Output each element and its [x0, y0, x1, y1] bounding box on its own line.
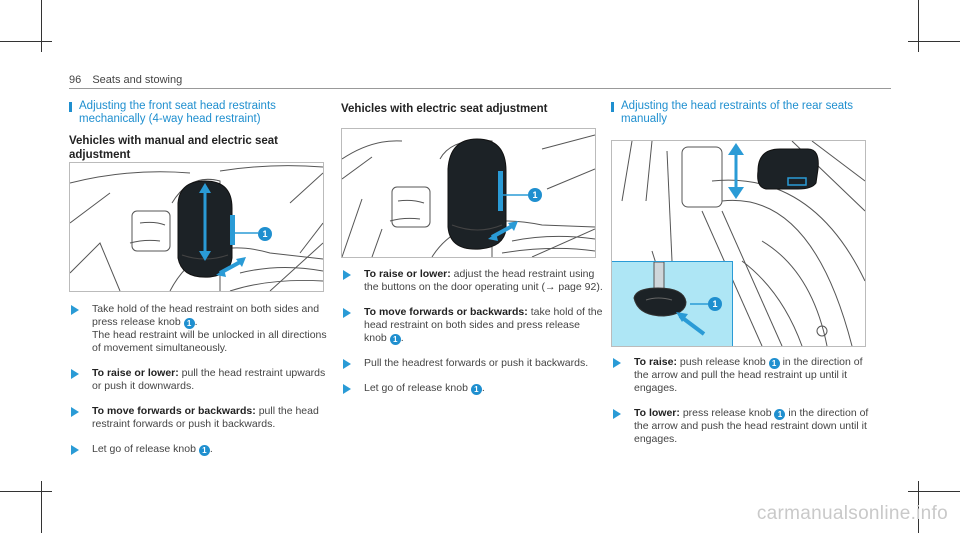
middle-steps: To raise or lower: adjust the head restr…	[341, 268, 603, 407]
section-marker	[611, 102, 614, 112]
step-text: in the direction of the arrow and pull t…	[634, 356, 863, 394]
crop-mark	[918, 0, 919, 52]
knob-callout: 1	[183, 318, 195, 329]
crop-mark	[908, 41, 960, 42]
step-text: .	[400, 332, 404, 344]
step-arrow-icon	[71, 407, 79, 417]
step-text: push release knob	[679, 356, 766, 368]
step-text: pull the head restraint upwards or push …	[92, 367, 326, 392]
step-arrow-icon	[71, 369, 79, 379]
step-text: press release knob	[682, 407, 772, 419]
step-item: To move forwards or backwards: take hold…	[341, 306, 603, 345]
subsection-title: Vehicles with electric seat adjustment	[341, 103, 548, 115]
section-title: Adjusting the head restraints of the rea…	[611, 100, 866, 126]
step-arrow-icon	[71, 305, 79, 315]
section-title-line: manually	[621, 113, 668, 125]
step-text: Pull the headrest forwards or push it ba…	[364, 357, 589, 369]
front-headrest-electric-figure: 1	[341, 128, 596, 258]
crop-mark	[908, 491, 960, 492]
section-title: Adjusting the front seat head restraints…	[69, 100, 324, 126]
step-note: The head restraint will be unlocked in a…	[92, 329, 327, 354]
step-item: Pull the headrest forwards or push it ba…	[341, 357, 603, 370]
step-label: To move forwards or backwards:	[92, 405, 256, 417]
subsection-title: Vehicles with manual and electric seat a…	[69, 135, 279, 161]
step-text: pull the head restraint forwards or push…	[92, 405, 319, 430]
headrest-shape	[757, 148, 819, 190]
section-title-line: Adjusting the front seat head restraints	[79, 100, 276, 112]
step-text: Let go of release knob	[92, 443, 196, 455]
step-text: in the direction of the arrow and push t…	[634, 407, 869, 445]
page-number: 96	[69, 74, 82, 86]
step-text: .	[209, 443, 213, 455]
crop-mark	[41, 481, 42, 533]
step-item: Let go of release knob 1.	[69, 443, 331, 456]
crop-mark	[918, 481, 919, 533]
figure-callout: 1	[708, 297, 722, 311]
step-arrow-icon	[343, 384, 351, 394]
section-marker	[69, 102, 72, 112]
page-header: 96 Seats and stowing	[69, 74, 182, 86]
detail-inset: 1	[612, 261, 733, 346]
step-label: To move forwards or backwards:	[364, 306, 528, 318]
step-arrow-icon	[343, 308, 351, 318]
step-item: Let go of release knob 1.	[341, 382, 603, 395]
section-name: Seats and stowing	[92, 74, 183, 86]
right-column: Adjusting the head restraints of the rea…	[611, 100, 866, 126]
step-text: Let go of release knob	[364, 382, 468, 394]
step-label: To raise or lower:	[92, 367, 179, 379]
headrest-shape	[447, 138, 507, 250]
section-title-line: Adjusting the head restraints of the rea…	[621, 100, 854, 112]
figure-callout: 1	[528, 188, 542, 202]
step-item: To raise or lower: pull the head restrai…	[69, 367, 331, 393]
middle-column: Vehicles with electric seat adjustment	[341, 100, 596, 116]
watermark: carmanualsonline.info	[756, 503, 948, 524]
crop-mark	[41, 0, 42, 52]
knob-callout: 1	[774, 409, 786, 420]
step-text: .	[481, 382, 485, 394]
rear-headrest-figure: 1	[611, 140, 866, 347]
step-text: .	[194, 316, 198, 328]
crop-mark	[0, 41, 52, 42]
step-arrow-icon	[343, 270, 351, 280]
step-label: To raise:	[634, 356, 677, 368]
step-label: To lower:	[634, 407, 680, 419]
left-column: Adjusting the front seat head restraints…	[69, 100, 324, 162]
step-item: To lower: press release knob 1 in the di…	[611, 407, 873, 446]
knob-callout: 1	[470, 384, 482, 395]
front-headrest-manual-figure: 1	[69, 162, 324, 292]
step-item: Take hold of the head restraint on both …	[69, 303, 331, 355]
step-item: To move forwards or backwards: pull the …	[69, 405, 331, 431]
step-item: To raise or lower: adjust the head restr…	[341, 268, 603, 294]
crop-mark	[0, 491, 52, 492]
step-text: adjust the head restraint using the butt…	[364, 268, 603, 293]
left-steps: Take hold of the head restraint on both …	[69, 303, 331, 468]
step-arrow-icon	[613, 358, 621, 368]
step-arrow-icon	[343, 359, 351, 369]
step-text: Take hold of the head restraint on both …	[92, 303, 320, 328]
step-arrow-icon	[71, 445, 79, 455]
knob-callout: 1	[198, 445, 210, 456]
knob-callout: 1	[389, 334, 401, 345]
section-title-line: mechanically (4-way head restraint)	[79, 113, 261, 125]
step-text: take hold of the head restraint on both …	[364, 306, 603, 344]
step-label: To raise or lower:	[364, 268, 451, 280]
step-arrow-icon	[613, 409, 621, 419]
figure-callout: 1	[258, 227, 272, 241]
knob-callout: 1	[768, 358, 780, 369]
step-item: To raise: push release knob 1 in the dir…	[611, 356, 873, 395]
right-steps: To raise: push release knob 1 in the dir…	[611, 356, 873, 458]
header-divider	[69, 88, 891, 89]
